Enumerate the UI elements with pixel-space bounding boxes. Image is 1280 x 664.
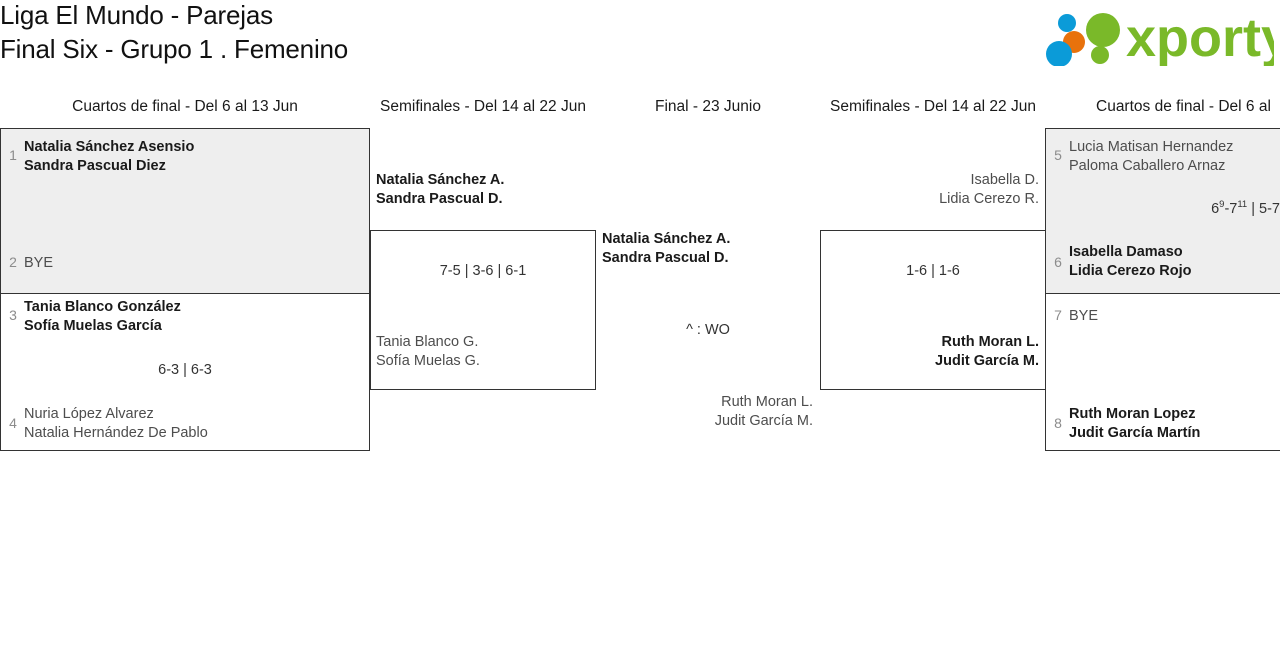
- round-header-quarterfinals-left: Cuartos de final - Del 6 al 13 Jun: [72, 98, 298, 115]
- score-final: ^ : WO: [686, 322, 730, 338]
- round-header-quarterfinals-right: Cuartos de final - Del 6 al: [1096, 98, 1271, 115]
- team-qf1-bottom[interactable]: BYE: [24, 255, 54, 271]
- logo-dot-green-small: [1091, 46, 1109, 64]
- team-qf4-top[interactable]: BYE: [1069, 308, 1099, 324]
- team-sf-left-loser[interactable]: Tania Blanco G. Sofía Muelas G.: [376, 334, 480, 369]
- round-header-final: Final - 23 Junio: [655, 98, 761, 115]
- round-header-semifinals-left: Semifinales - Del 14 al 22 Jun: [380, 98, 586, 115]
- score-qf3-set2: | 5-7: [1247, 201, 1280, 217]
- team-final-winner[interactable]: Natalia Sánchez A. Sandra Pascual D.: [602, 231, 731, 266]
- score-qf3-set1-tiebreak-b: 11: [1237, 199, 1248, 211]
- logo-dot-blue-large: [1046, 41, 1072, 66]
- score-qf3-set1-tiebreak-a: 9: [1219, 199, 1225, 211]
- team-qf3-top[interactable]: Lucia Matisan Hernandez Paloma Caballero…: [1069, 139, 1234, 174]
- seed-1: 1: [9, 147, 17, 163]
- page-title: Liga El Mundo - Parejas Final Six - Grup…: [0, 0, 349, 64]
- score-qf3-set1-sep: -7: [1224, 201, 1238, 217]
- score-qf3-set1-games: 6: [1211, 201, 1220, 217]
- team-sf-right-winner[interactable]: Ruth Moran L. Judit García M.: [935, 334, 1039, 369]
- team-qf2-top[interactable]: Tania Blanco González Sofía Muelas Garcí…: [24, 299, 181, 334]
- team-final-loser[interactable]: Ruth Moran L. Judit García M.: [714, 394, 813, 429]
- logo-dot-blue-small: [1058, 14, 1076, 32]
- seed-6: 6: [1054, 254, 1062, 270]
- seed-8: 8: [1054, 415, 1062, 431]
- score-qf2: 6-3 | 6-3: [158, 362, 212, 378]
- match-box-qf-3[interactable]: [1045, 128, 1280, 294]
- round-header-semifinals-right: Semifinales - Del 14 al 22 Jun: [830, 98, 1036, 115]
- team-qf3-bottom[interactable]: Isabella Damaso Lidia Cerezo Rojo: [1069, 244, 1192, 279]
- logo-dot-green-large: [1086, 13, 1120, 47]
- match-box-qf-1[interactable]: [0, 128, 370, 294]
- match-box-qf-4[interactable]: [1045, 293, 1280, 451]
- team-qf1-top[interactable]: Natalia Sánchez Asensio Sandra Pascual D…: [24, 139, 195, 174]
- seed-4: 4: [9, 415, 17, 431]
- seed-7: 7: [1054, 307, 1062, 323]
- seed-3: 3: [9, 307, 17, 323]
- score-sf-right: 1-6 | 1-6: [906, 263, 960, 279]
- team-qf4-bottom[interactable]: Ruth Moran Lopez Judit García Martín: [1069, 406, 1201, 441]
- team-qf2-bottom[interactable]: Nuria López Alvarez Natalia Hernández De…: [24, 406, 208, 441]
- team-sf-left-winner[interactable]: Natalia Sánchez A. Sandra Pascual D.: [376, 172, 505, 207]
- match-box-sf-left[interactable]: [370, 230, 596, 390]
- score-qf3: 69-711 | 5-7: [1045, 200, 1280, 219]
- seed-2: 2: [9, 254, 17, 270]
- match-box-qf-2[interactable]: [0, 293, 370, 451]
- logo-wordmark: xporty: [1126, 8, 1274, 66]
- team-sf-right-loser[interactable]: Isabella D. Lidia Cerezo R.: [939, 172, 1039, 207]
- xporty-logo: xporty: [1042, 4, 1274, 66]
- seed-5: 5: [1054, 147, 1062, 163]
- score-sf-left: 7-5 | 3-6 | 6-1: [439, 263, 527, 279]
- match-box-sf-right[interactable]: [820, 230, 1046, 390]
